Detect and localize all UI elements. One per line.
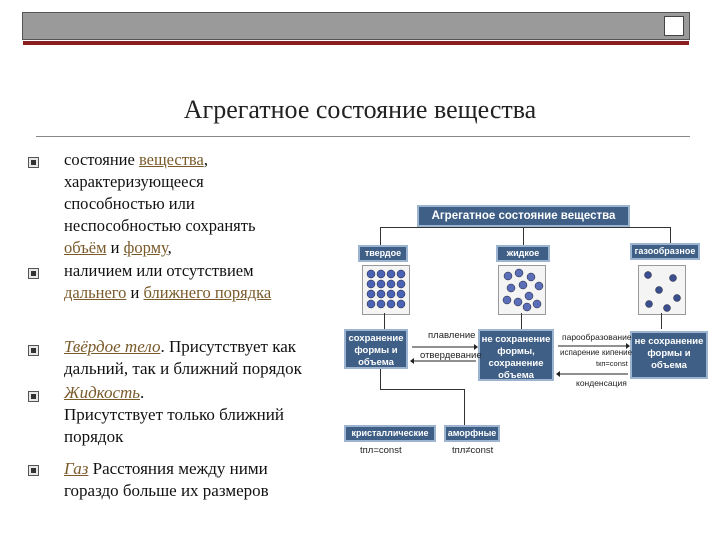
text: состояние (64, 150, 139, 169)
liquid-molecules-image (498, 265, 546, 315)
diagram-header: Агрегатное состояние вещества (417, 205, 630, 227)
link-long-range[interactable]: дальнего (64, 283, 127, 302)
connector-line (384, 313, 385, 329)
link-volume[interactable]: объём (64, 238, 107, 257)
banner-red-line (23, 41, 689, 45)
banner-square (664, 16, 684, 36)
gas-molecules-image (638, 265, 686, 315)
text: , (203, 150, 208, 169)
term-solid[interactable]: Твёрдое тело (64, 337, 161, 356)
states-diagram: Агрегатное состояние вещества твердое жи… (340, 195, 720, 465)
top-banner (22, 12, 690, 45)
text: неспособностью сохранять (64, 216, 256, 235)
melting-label: плавление (428, 330, 476, 341)
evaporation-label: испарение (560, 348, 600, 357)
bullet-marker (28, 268, 39, 279)
text: наличием или отсутствием (64, 261, 254, 280)
molecules-icon (644, 271, 681, 312)
solidification-label: отвердевание (420, 350, 482, 361)
text: и (106, 238, 124, 257)
vaporization-label: парообразование (562, 332, 632, 342)
connector-line (661, 313, 662, 329)
connector-line (521, 313, 522, 329)
text: Расстояния между ними (88, 459, 268, 478)
amorphous-box: аморфные (444, 425, 500, 442)
bullet-text-3: Твёрдое тело. Присутствует как дальний, … (64, 336, 302, 380)
text: и (126, 283, 144, 302)
text: , (167, 238, 172, 257)
title-rule (36, 136, 690, 137)
text: порядок (64, 427, 124, 446)
connector-line (523, 227, 524, 245)
amorphous-temp-label: tпл≠const (452, 445, 494, 456)
term-liquid[interactable]: Жидкость (64, 383, 141, 402)
text: . Присутствует как (160, 337, 297, 356)
crystalline-box: кристаллические (344, 425, 436, 442)
keep-shape-volume-box: сохранение формы и объема (344, 329, 408, 369)
state-liquid-box: жидкое (496, 245, 550, 262)
no-keep-shape-box: не сохранение формы, сохранение объема (478, 329, 554, 381)
bullet-text-1: состояние вещества, характеризующееся сп… (64, 149, 256, 259)
text: Присутствует только ближний (64, 405, 284, 424)
molecules-icon (366, 269, 406, 309)
bullet-marker (28, 465, 39, 476)
transition-arrows (410, 344, 478, 364)
connector-line (380, 227, 670, 228)
condensation-label: конденсация (576, 378, 627, 388)
bullet-marker (28, 157, 39, 168)
text: способностью или (64, 194, 195, 213)
text: дальний, так и ближний порядок (64, 359, 302, 378)
connector-line (464, 389, 465, 425)
link-short-range[interactable]: ближнего порядка (143, 283, 272, 302)
bullet-marker (28, 391, 39, 402)
term-gas[interactable]: Газ (64, 459, 89, 478)
text: характеризующееся (64, 172, 204, 191)
connector-line (380, 369, 381, 389)
boiling-temp-label: tкп=const (596, 359, 628, 368)
transition-arrows (556, 343, 630, 377)
link-shape[interactable]: форму (123, 238, 168, 257)
slide-title: Агрегатное состояние вещества (183, 95, 537, 124)
connector-line (380, 227, 381, 245)
text: гораздо больше их размеров (64, 481, 269, 500)
molecules-icon (502, 268, 544, 312)
bullet-marker (28, 345, 39, 356)
state-gas-box: газообразное (630, 243, 700, 260)
no-keep-shape-volume-box: не сохранение формы и объема (630, 331, 708, 379)
link-substance[interactable]: вещества (138, 150, 204, 169)
crystalline-temp-label: tпл=const (360, 445, 402, 456)
bullet-text-4: Жидкость. Присутствует только ближний по… (64, 382, 284, 448)
state-solid-box: твердое (358, 245, 408, 262)
connector-line (670, 227, 671, 243)
bullet-text-5: Газ Расстояния между ними гораздо больше… (64, 458, 269, 502)
bullet-text-2: наличием или отсутствием дальнего и ближ… (64, 260, 271, 304)
boiling-label: кипение (602, 348, 633, 357)
text: . (140, 383, 145, 402)
connector-line (380, 389, 464, 390)
solid-molecules-image (362, 265, 410, 315)
